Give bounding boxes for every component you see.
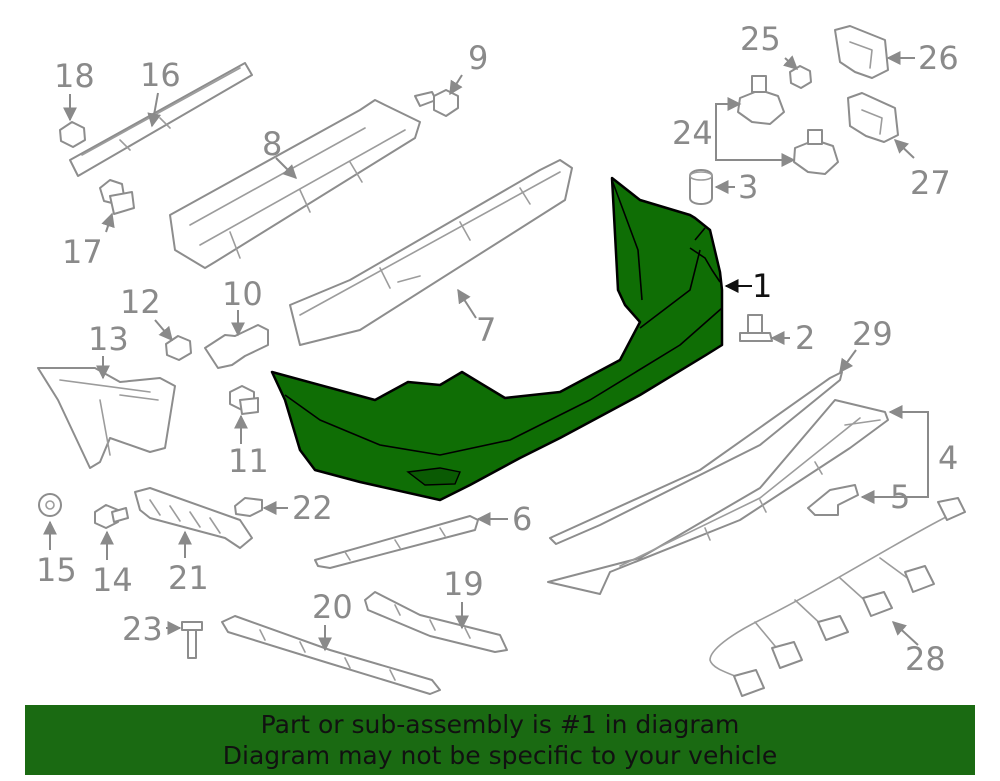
callout-29: 29: [852, 315, 893, 353]
callout-28: 28: [905, 640, 946, 678]
callout-10: 10: [222, 275, 263, 313]
callout-6: 6: [512, 500, 532, 538]
banner-line-2: Diagram may not be specific to your vehi…: [222, 741, 778, 770]
part-3-sleeve[interactable]: [689, 169, 713, 205]
part-7-upper-absorber[interactable]: [289, 159, 573, 346]
callout-labels: 1 2 3 4 5 6 7 8 9 10 11 12 13 14 15 16 1…: [36, 20, 959, 678]
part-27-sensor-bracket[interactable]: [847, 92, 899, 143]
callout-8: 8: [262, 125, 282, 163]
callout-15: 15: [36, 551, 77, 589]
callout-16: 16: [140, 56, 181, 94]
callout-21: 21: [168, 559, 209, 597]
callout-3: 3: [738, 168, 758, 206]
callout-19: 19: [443, 565, 484, 603]
callout-27: 27: [910, 164, 951, 202]
part-29-molding[interactable]: [549, 371, 843, 545]
part-28-wiring-harness[interactable]: [709, 497, 966, 697]
callout-2: 2: [795, 319, 815, 357]
callout-1: 1: [752, 267, 772, 305]
part-1-bumper-cover[interactable]: [270, 176, 724, 502]
part-23-stud[interactable]: [181, 621, 203, 659]
part-25-grommet[interactable]: [789, 65, 812, 89]
part-10-bracket[interactable]: [204, 324, 269, 369]
part-20-reflector-trim[interactable]: [221, 615, 441, 695]
callout-18: 18: [54, 57, 95, 95]
callout-13: 13: [88, 320, 129, 358]
part-12-nut[interactable]: [165, 335, 192, 361]
part-5-bracket[interactable]: [807, 484, 859, 516]
part-11-bolt[interactable]: [229, 385, 259, 415]
callout-12: 12: [120, 283, 161, 321]
part-13-side-bracket[interactable]: [37, 367, 176, 469]
part-21-skid-plate[interactable]: [134, 487, 253, 549]
callout-4: 4: [938, 439, 958, 477]
part-26-sensor-bracket[interactable]: [834, 25, 889, 79]
callout-22: 22: [292, 489, 333, 527]
part-4-valance[interactable]: [547, 399, 889, 595]
callout-9: 9: [468, 39, 488, 77]
info-banner: Part or sub-assembly is #1 in diagram Di…: [25, 705, 975, 775]
part-8-energy-absorber[interactable]: [169, 99, 421, 269]
part-24-parking-sensors[interactable]: [737, 75, 839, 175]
part-14-bolt[interactable]: [94, 504, 129, 529]
part-19-reflector-trim[interactable]: [364, 591, 508, 653]
part-6-trim-strip[interactable]: [314, 515, 479, 569]
callout-26: 26: [918, 39, 959, 77]
callout-23: 23: [122, 610, 163, 648]
part-18-nut[interactable]: [59, 121, 86, 148]
part-22-clip[interactable]: [234, 497, 263, 517]
callout-24: 24: [672, 114, 713, 152]
callout-leaders: [43, 51, 929, 652]
callout-14: 14: [92, 561, 133, 599]
callout-20: 20: [312, 588, 353, 626]
callout-25: 25: [740, 20, 781, 58]
part-17-bolt[interactable]: [99, 179, 135, 215]
callout-7: 7: [476, 311, 496, 349]
callout-5: 5: [890, 478, 910, 516]
callout-11: 11: [228, 442, 269, 480]
banner-line-1: Part or sub-assembly is #1 in diagram: [260, 710, 740, 739]
part-2-push-pin[interactable]: [739, 314, 773, 342]
part-9-bolt[interactable]: [414, 89, 459, 117]
part-15-push-pin[interactable]: [38, 493, 62, 517]
callout-17: 17: [62, 233, 103, 271]
